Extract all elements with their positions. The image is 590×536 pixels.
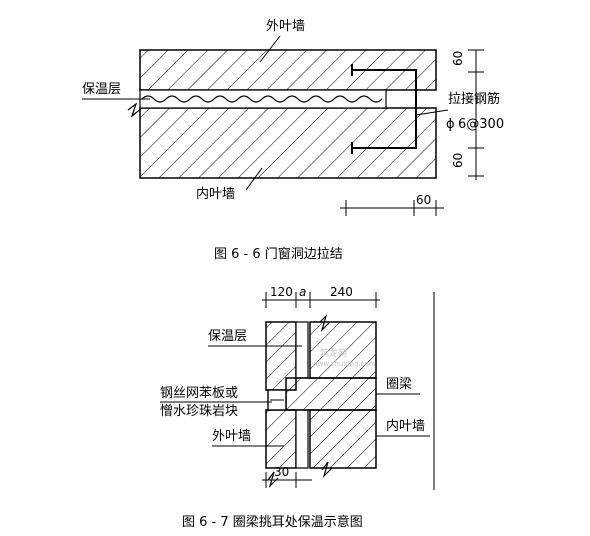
- tie-bar: [352, 69, 417, 149]
- inner-leaf-bottom: [309, 409, 377, 469]
- figure-6-6: 60 60 外叶墙 保温层 拉接钢筋 ϕ 6@300 内叶墙 60 图 6 - …: [82, 19, 504, 262]
- dim7-30: 30: [274, 465, 289, 479]
- leader-tie-bar: [415, 109, 449, 116]
- dim-right-60: 60: [416, 193, 431, 207]
- dim-bottom-60: 60: [451, 153, 465, 168]
- label7-insulation: 保温层: [208, 329, 247, 344]
- label7-ring-beam: 圈梁: [386, 377, 412, 392]
- dim7-a: a: [299, 285, 306, 299]
- insulation-gap-bottom: [295, 409, 309, 469]
- caption-6-7: 图 6 - 7 圈梁挑耳处保温示意图: [182, 514, 363, 530]
- label-outer-wall: 外叶墙: [266, 19, 305, 34]
- figure-6-7: 120 a 240 保温层 圈梁 钢丝网苯板或 憎水珍珠岩块 外叶墙 内叶墙: [160, 285, 435, 530]
- inner-wall-leaf: [139, 107, 437, 179]
- label7-inner-wall: 内叶墙: [386, 418, 425, 434]
- label-insulation: 保温层: [82, 82, 121, 97]
- label-tie-spec: 6@300: [458, 117, 504, 132]
- dim-top-60: 60: [451, 51, 465, 66]
- label-tie-bar: 拉接钢筋: [448, 91, 500, 107]
- insulation-layer: [139, 89, 387, 109]
- insulation-gap-top: [295, 321, 309, 379]
- label7-outer-wall: 外叶墙: [212, 429, 251, 444]
- label-inner-wall: 内叶墙: [196, 186, 235, 202]
- ring-beam: [285, 377, 377, 411]
- break-mark-bottom: [321, 461, 333, 479]
- break-mark-top: [319, 313, 331, 333]
- label7-mesh-1: 钢丝网苯板或: [160, 386, 238, 401]
- leader-outer-wall: [259, 35, 281, 63]
- insulation-wave: [141, 95, 383, 103]
- outer-leaf-bottom: [265, 409, 297, 469]
- watermark-line2: www.zhulong.com: [312, 360, 376, 368]
- caption-6-6: 图 6 - 6 门窗洞边拉结: [214, 246, 343, 262]
- break-mark-left: [127, 102, 143, 118]
- dim7-120: 120: [270, 285, 293, 299]
- watermark-line1: 筑龙网: [320, 347, 347, 359]
- dim7-240: 240: [330, 285, 353, 299]
- label7-mesh-2: 憎水珍珠岩块: [160, 403, 238, 419]
- break-mark-bottom-left: [267, 471, 279, 489]
- leader-inner-wall: [245, 167, 263, 191]
- label-tie-phi: ϕ: [446, 117, 455, 132]
